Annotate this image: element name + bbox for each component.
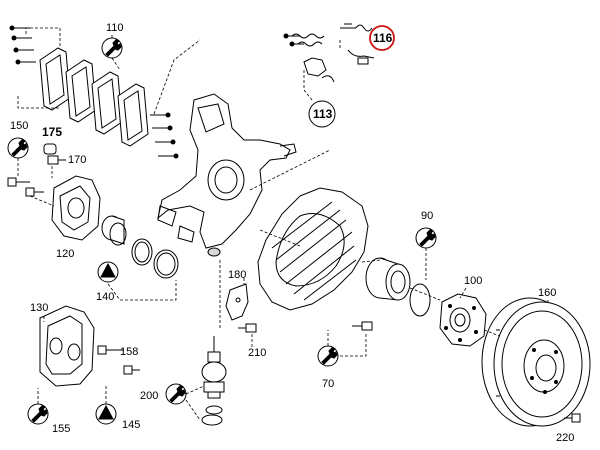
label-90: 90 xyxy=(421,210,433,222)
wrench-badge-icon xyxy=(165,383,187,405)
seal-ring-icon xyxy=(131,238,153,266)
bearing-icon xyxy=(365,257,411,301)
label-155: 155 xyxy=(52,423,70,435)
brake-pad-icon xyxy=(39,47,71,111)
sensor-wire-icon xyxy=(340,23,375,65)
label-200: 200 xyxy=(140,390,158,402)
label-110: 110 xyxy=(106,22,124,34)
bracket-icon xyxy=(225,283,249,321)
brake-pad-icon xyxy=(117,83,149,147)
ball-joint-group[interactable]: 200 xyxy=(140,336,227,426)
label-130: 130 xyxy=(30,302,48,314)
piston-icon xyxy=(101,215,127,246)
brake-disc-group[interactable]: 160 220 xyxy=(481,287,591,444)
brake-pad-icon xyxy=(65,59,97,123)
label-145: 145 xyxy=(122,419,140,431)
label-160: 160 xyxy=(538,287,556,299)
label-100: 100 xyxy=(464,275,482,287)
label-180: 180 xyxy=(228,269,246,281)
piston-seals-group[interactable]: 140 xyxy=(96,215,179,303)
label-70: 70 xyxy=(322,378,334,390)
bracket-clip-icon xyxy=(303,57,335,83)
label-220: 220 xyxy=(556,432,574,444)
wheel-hub-group[interactable]: 100 xyxy=(439,275,487,347)
highlight-ring-icon xyxy=(369,25,395,51)
badge-113-icon xyxy=(308,100,336,128)
label-150: 150 xyxy=(10,120,28,132)
spring-clip-icon xyxy=(283,33,325,47)
label-113: 113 xyxy=(313,107,333,121)
caliper-group[interactable]: 120 xyxy=(29,175,101,260)
label-116: 116 xyxy=(373,31,393,45)
nut-icon xyxy=(201,405,223,426)
bolt-icon xyxy=(352,321,373,331)
triangle-badge-icon xyxy=(95,403,117,425)
wrench-badge-icon xyxy=(317,345,339,367)
bolt-icon xyxy=(564,413,581,423)
wear-sensor-group[interactable]: 116 113 xyxy=(283,23,395,128)
dust-shield-group[interactable]: 70 xyxy=(257,187,373,390)
cap-icon xyxy=(43,143,57,155)
brake-pad-icon xyxy=(91,71,123,135)
wheel-bearing-group[interactable]: 90 xyxy=(365,210,437,317)
bolt-icon xyxy=(47,155,66,165)
caliper-assembly-group[interactable]: 130 158 155 145 xyxy=(27,302,140,435)
reference-lines xyxy=(17,39,501,337)
bolt-icon xyxy=(97,345,140,375)
bolt-icon xyxy=(238,323,257,333)
wrench-badge-icon xyxy=(101,37,123,59)
steering-knuckle-group[interactable] xyxy=(157,93,297,257)
wrench-badge-icon xyxy=(7,137,29,159)
label-120: 120 xyxy=(56,248,74,260)
seal-ring-icon xyxy=(153,249,179,279)
wrench-badge-icon xyxy=(27,403,49,425)
bolt-set-group[interactable]: 150 175 170 xyxy=(7,120,86,197)
triangle-badge-icon xyxy=(97,261,119,283)
wrench-badge-icon xyxy=(415,227,437,249)
bracket-bolt-group[interactable]: 180 210 xyxy=(225,269,266,359)
brake-pads-group[interactable]: 110 xyxy=(9,22,179,159)
label-210: 210 xyxy=(248,347,266,359)
label-175: 175 xyxy=(42,125,62,139)
label-170: 170 xyxy=(68,154,86,166)
ball-joint-icon xyxy=(201,336,227,399)
bolt-icon xyxy=(7,177,44,197)
snap-ring-icon xyxy=(409,283,431,317)
label-140: 140 xyxy=(96,291,114,303)
label-158: 158 xyxy=(120,346,138,358)
pad-pins-icon xyxy=(9,25,179,159)
